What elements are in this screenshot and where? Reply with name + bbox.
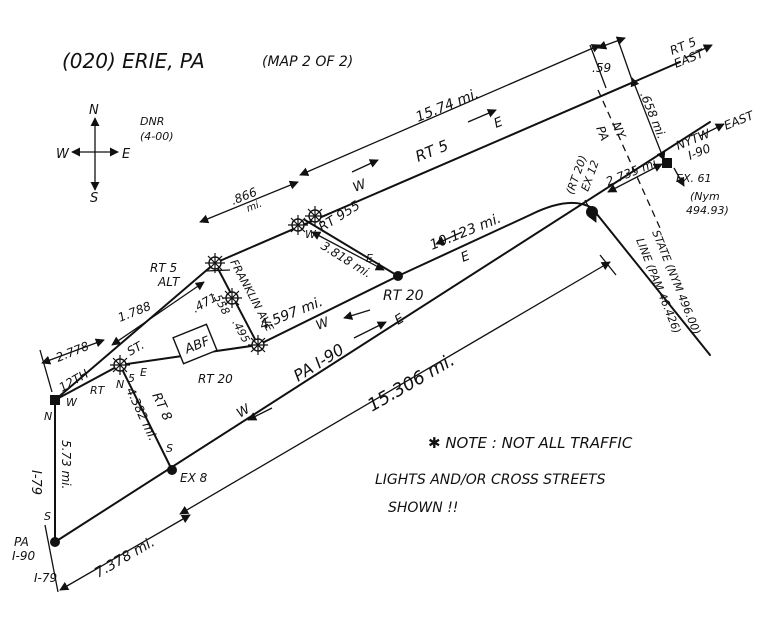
pa-state-label: PA xyxy=(593,124,612,143)
traffic-light-icon xyxy=(305,206,325,226)
compass-south: S xyxy=(90,191,98,206)
map-number-note: (MAP 2 OF 2) xyxy=(262,54,353,70)
dim-7378 xyxy=(59,514,191,591)
exit61-label: EX. 61 xyxy=(676,172,711,185)
credit-dnr: DNR xyxy=(140,115,164,128)
rt8-north: N xyxy=(116,378,124,391)
traffic-light-icon xyxy=(222,288,242,308)
traffic-light-icon xyxy=(205,253,225,273)
distance-7378: 7.378 mi. xyxy=(92,534,158,581)
i79-label: I-79 xyxy=(28,470,43,495)
traffic-light-icon xyxy=(288,215,308,235)
compass-east: E xyxy=(122,147,131,162)
rt20-east-dir: E xyxy=(459,248,473,265)
abf-box xyxy=(172,323,218,365)
rt20-west-dir: W xyxy=(314,315,333,334)
i90-west-arrow xyxy=(247,407,273,421)
twelfth-rt: RT xyxy=(90,384,106,397)
note-line-2: LIGHTS AND/OR CROSS STREETS xyxy=(375,472,606,488)
rt8-south: S xyxy=(166,442,173,455)
map-title: (020) ERIE, PA xyxy=(62,49,205,73)
rt8-road xyxy=(119,364,173,471)
credit-date: (4-00) xyxy=(140,130,174,143)
state-line-dashed xyxy=(597,89,661,229)
distance-0658: .658 mi. xyxy=(637,90,668,141)
i90-label: PA I-90 xyxy=(290,340,347,386)
compass-rose: N S E W xyxy=(56,103,131,206)
i79-bottom-label: I-79 xyxy=(34,571,57,585)
twelfth-st-suffix: ST. xyxy=(125,338,147,359)
rt5-east-arrow xyxy=(351,159,379,173)
distance-0495: .495 xyxy=(229,317,252,345)
rt20-label: RT 20 xyxy=(383,288,424,304)
note-line-1: ✱ NOTE : NOT ALL TRAFFIC xyxy=(428,434,633,452)
rt5-east-arrow xyxy=(467,109,497,123)
rt20-left-label: RT 20 xyxy=(198,372,233,386)
twelfth-east: E xyxy=(140,366,147,379)
i79-north: N xyxy=(44,410,52,423)
distance-2735: 2.735 mi. xyxy=(604,154,662,188)
i90-east-arrow xyxy=(353,321,387,339)
ext-line xyxy=(617,39,633,81)
traffic-light-icon xyxy=(248,335,268,355)
rt5-alt-label-2: ALT xyxy=(157,275,181,289)
dim-059 xyxy=(597,36,626,50)
ext-line xyxy=(39,349,53,393)
i90-east-dir: E xyxy=(392,311,408,328)
ext-line xyxy=(599,254,617,276)
twelfth-west: W xyxy=(66,396,78,409)
rt5-west-dir: W xyxy=(351,177,370,196)
nytw-east-label: EAST xyxy=(722,108,757,133)
exit8-node xyxy=(167,465,177,475)
i79-south: S xyxy=(44,510,51,523)
rt20-rt955-node xyxy=(393,271,403,281)
ny-state-label: NY xyxy=(609,120,629,142)
dim-15306 xyxy=(179,261,611,515)
distance-15306: 15.306 mi. xyxy=(364,350,458,417)
i79-i90-node xyxy=(50,537,60,547)
distance-059: .59 xyxy=(592,61,611,75)
distance-0866-unit: mi. xyxy=(245,199,264,215)
rt5-east-dir: E xyxy=(492,114,506,131)
rt5-east-end-arrow xyxy=(684,44,713,59)
nytw-east-arrow xyxy=(699,123,725,137)
compass-north: N xyxy=(89,103,99,118)
state-line-road xyxy=(591,207,711,356)
note-line-3: SHOWN !! xyxy=(388,500,458,516)
rt5-alt-label-1: RT 5 xyxy=(150,261,177,275)
i79-12th-node xyxy=(50,395,60,405)
exit8-label: EX 8 xyxy=(180,471,208,485)
exit61-nym-1: (Nym xyxy=(690,190,720,203)
exit61-nym-2: 494.93) xyxy=(686,204,729,217)
rt955-east: E xyxy=(366,252,373,265)
rt5-alt-pointer xyxy=(204,269,231,272)
rt20-west-arrow xyxy=(343,309,371,320)
dim-0658 xyxy=(630,77,666,161)
ex61-arrow xyxy=(673,167,685,187)
distance-2778: 2.778 xyxy=(54,339,91,365)
traffic-light-icon xyxy=(110,355,130,375)
dim-0866 xyxy=(199,180,299,224)
exit12-node xyxy=(586,206,598,218)
dim-1574 xyxy=(299,44,601,176)
twelfth-five: 5 xyxy=(128,372,135,385)
ext-line xyxy=(44,524,59,593)
compass-west: W xyxy=(56,147,70,162)
rt20-west-arrow xyxy=(435,231,463,245)
exit61-node xyxy=(662,158,672,168)
pa-i90-label-1: PA xyxy=(14,535,29,549)
rt5-label: RT 5 xyxy=(413,136,451,165)
distance-573: 5.73 mi. xyxy=(59,440,73,489)
distance-1574: 15.74 mi. xyxy=(414,86,482,126)
dim-2735 xyxy=(607,163,663,193)
dim-2778 xyxy=(41,338,105,365)
pa-i90-label-2: I-90 xyxy=(12,549,36,563)
rt955-west: W xyxy=(305,228,317,241)
